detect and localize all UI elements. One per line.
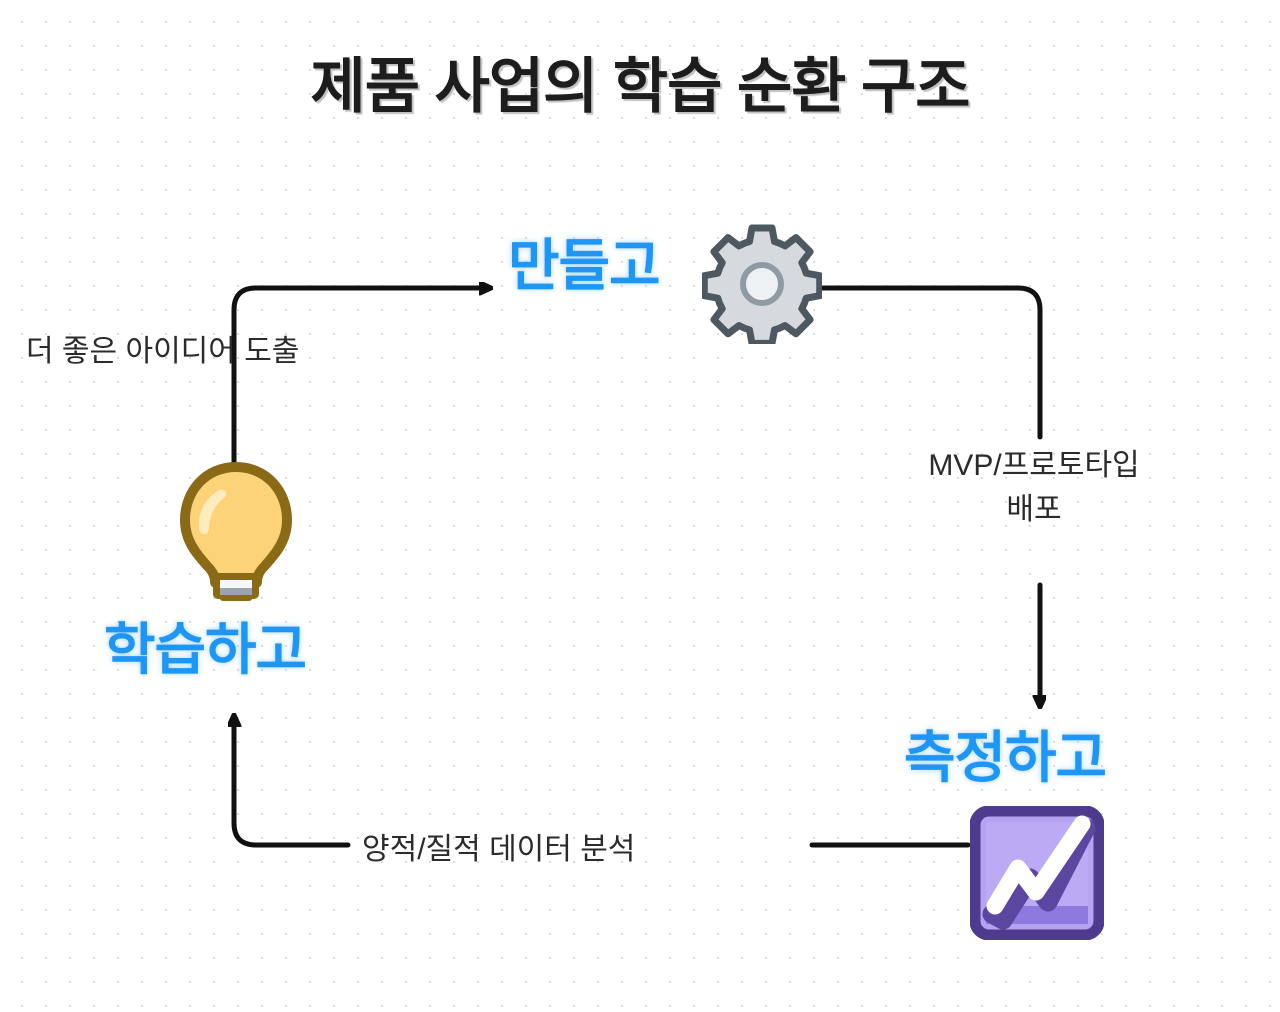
edge-label-learn-to-build: 더 좋은 아이디어 도출 xyxy=(26,335,300,368)
edge-learn-to-build xyxy=(231,288,490,460)
chart-increasing-icon xyxy=(970,806,1104,940)
node-measure-label[interactable]: 측정하고 xyxy=(904,726,1107,789)
node-learn-label[interactable]: 학습하고 xyxy=(104,618,307,681)
edge-label-build-to-measure: MVP/프로토타입 배포 xyxy=(860,444,1208,531)
edge-label-build-to-measure-line2: 배포 xyxy=(1006,492,1062,526)
edge-label-build-to-measure-line1: MVP/프로토타입 xyxy=(928,449,1140,482)
gear-icon xyxy=(702,224,822,344)
edge-build-to-measure-top xyxy=(815,285,1043,440)
page-title: 제품 사업의 학습 순환 구조 xyxy=(310,53,971,120)
light-bulb-icon xyxy=(180,462,292,602)
node-build-label[interactable]: 만들고 xyxy=(508,234,661,297)
edge-measure-to-learn-left xyxy=(234,716,351,848)
edge-label-measure-to-learn: 양적/질적 데이터 분석 xyxy=(362,833,636,866)
